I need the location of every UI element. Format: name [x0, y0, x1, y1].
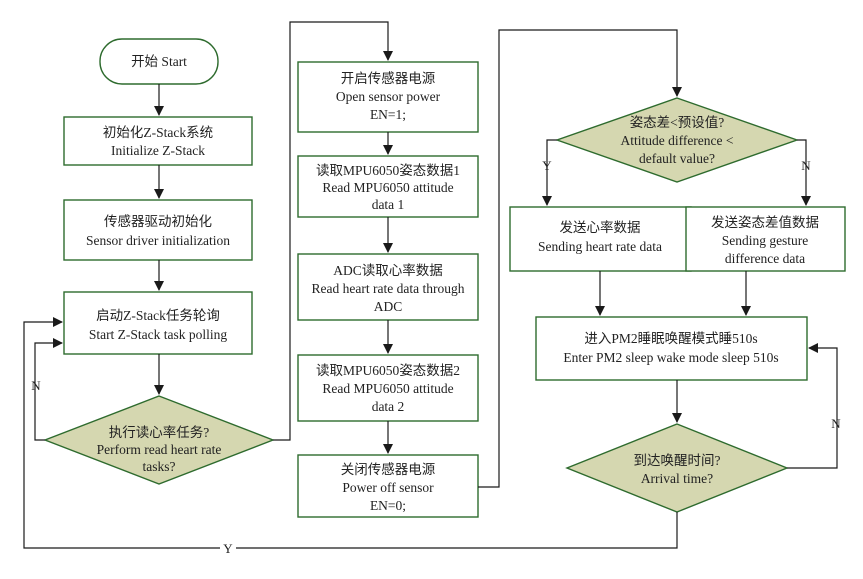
send-gesture-cn: 发送姿态差值数据 — [711, 215, 819, 230]
adc-heart-cn: ADC读取心率数据 — [333, 262, 443, 278]
decision-arrival-cn: 到达唤醒时间? — [634, 453, 721, 468]
sleep-mode-cn: 进入PM2睡眠唤醒模式睡510s — [584, 331, 757, 346]
sensor-power-on-box: 开启传感器电源 Open sensor power EN=1; — [297, 61, 479, 133]
edge-label-n-heart: N — [31, 378, 41, 393]
sensor-power-off-en: Power off sensor — [342, 480, 434, 495]
init-zstack-en: Initialize Z-Stack — [111, 143, 205, 158]
sensor-power-off-code: EN=0; — [370, 498, 406, 513]
send-gesture-box: 发送姿态差值数据 Sending gesture difference data — [685, 206, 846, 272]
start-polling-cn: 启动Z-Stack任务轮询 — [96, 308, 220, 323]
read-mpu1-cn: 读取MPU6050姿态数据1 — [316, 163, 460, 178]
decision-attitude: 姿态差<预设值? Attitude difference < default v… — [554, 97, 800, 183]
decision-attitude-en2: default value? — [639, 151, 715, 166]
send-heart-en: Sending heart rate data — [538, 239, 662, 254]
decision-heart-cn: 执行读心率任务? — [109, 424, 210, 440]
sensor-driver-cn: 传感器驱动初始化 — [104, 213, 212, 229]
sensor-power-on-en: Open sensor power — [336, 89, 441, 104]
send-gesture-en1: Sending gesture — [722, 233, 809, 248]
edge-label-n-attitude: N — [801, 158, 811, 173]
arrow-arrival-no-loop — [787, 343, 838, 469]
sensor-driver-en: Sensor driver initialization — [86, 233, 230, 248]
read-mpu2-en2: data 2 — [372, 399, 405, 414]
sensor-power-off-cn: 关闭传感器电源 — [341, 461, 436, 477]
decision-arrival: 到达唤醒时间? Arrival time? — [565, 423, 789, 513]
send-heart-box: 发送心率数据 Sending heart rate data — [509, 206, 692, 272]
read-mpu1-en2: data 1 — [372, 197, 405, 212]
decision-attitude-en1: Attitude difference < — [620, 133, 733, 148]
init-zstack-cn: 初始化Z-Stack系统 — [103, 124, 213, 140]
send-heart-cn: 发送心率数据 — [560, 219, 641, 235]
arrow-decision-no-loop — [34, 338, 63, 441]
arrow-attitude-no — [797, 139, 811, 206]
start-polling-box: 启动Z-Stack任务轮询 Start Z-Stack task polling — [63, 291, 253, 355]
start-terminal: 开始 Start — [99, 38, 219, 85]
decision-heart-en1: Perform read heart rate — [97, 442, 222, 457]
decision-heart-en2: tasks? — [143, 459, 176, 474]
adc-heart-en2: ADC — [374, 299, 403, 314]
decision-attitude-cn: 姿态差<预设值? — [630, 115, 725, 130]
arrow-attitude-yes — [542, 139, 557, 206]
adc-heart-box: ADC读取心率数据 Read heart rate data through A… — [297, 253, 479, 321]
adc-heart-en1: Read heart rate data through — [312, 281, 465, 296]
edge-label-y-attitude: Y — [542, 158, 552, 173]
init-zstack-box: 初始化Z-Stack系统 Initialize Z-Stack — [63, 116, 253, 166]
read-mpu2-box: 读取MPU6050姿态数据2 Read MPU6050 attitude dat… — [297, 354, 479, 422]
read-mpu2-cn: 读取MPU6050姿态数据2 — [316, 363, 460, 378]
read-mpu1-box: 读取MPU6050姿态数据1 Read MPU6050 attitude dat… — [297, 155, 479, 218]
start-polling-en: Start Z-Stack task polling — [89, 327, 228, 342]
read-mpu1-en1: Read MPU6050 attitude — [322, 180, 453, 195]
edge-label-bg — [220, 540, 236, 556]
decision-heart-task: 执行读心率任务? Perform read heart rate tasks? — [43, 395, 275, 485]
arrow-arrival-yes-to-polling — [23, 317, 678, 549]
decision-arrival-en: Arrival time? — [641, 471, 713, 486]
sensor-power-on-cn: 开启传感器电源 — [341, 70, 436, 86]
read-mpu2-en1: Read MPU6050 attitude — [322, 381, 453, 396]
arrow-decision-yes-to-power-on — [273, 21, 393, 441]
start-label: 开始 Start — [131, 54, 187, 69]
sensor-power-on-code: EN=1; — [370, 107, 406, 122]
sensor-power-off-box: 关闭传感器电源 Power off sensor EN=0; — [297, 454, 479, 518]
edge-label-n-arrival: N — [831, 416, 841, 431]
arrow-power-off-to-attitude — [478, 29, 682, 488]
send-gesture-en2: difference data — [725, 251, 805, 266]
edge-label-y-bottom: Y — [223, 541, 233, 556]
sleep-mode-en: Enter PM2 sleep wake mode sleep 510s — [563, 350, 778, 365]
sensor-driver-box: 传感器驱动初始化 Sensor driver initialization — [63, 199, 253, 261]
sleep-mode-box: 进入PM2睡眠唤醒模式睡510s Enter PM2 sleep wake mo… — [535, 316, 808, 381]
